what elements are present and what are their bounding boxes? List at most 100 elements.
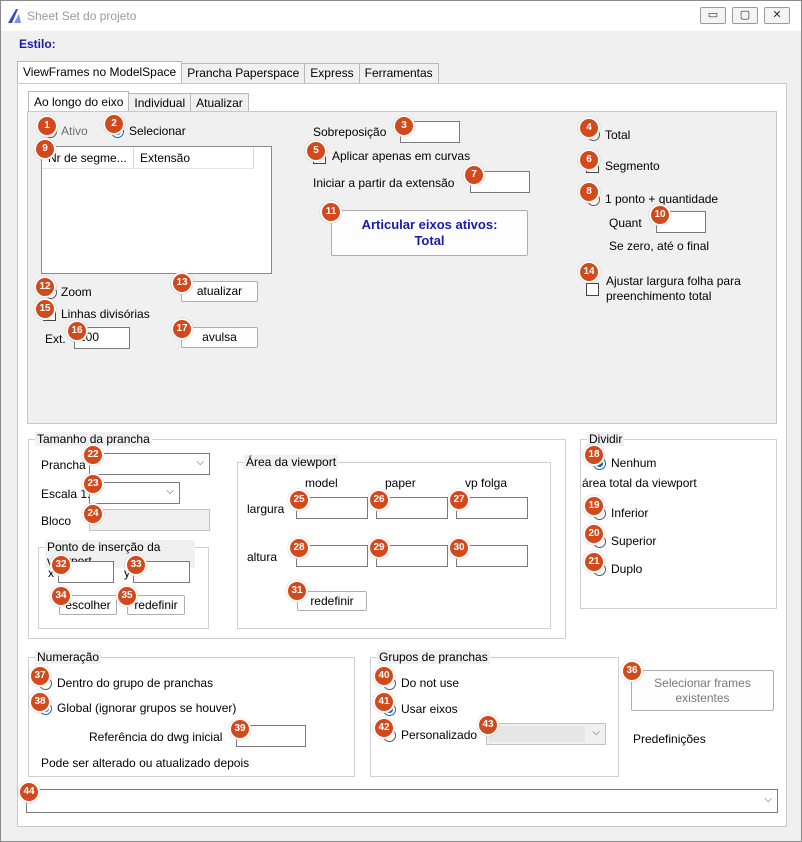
articular-line2: Total	[414, 233, 445, 248]
y-label: y	[124, 566, 130, 580]
ponto-insercao-title: Ponto de inserção da viewport	[45, 540, 195, 568]
area-title: Área da viewport	[244, 455, 339, 469]
annotation-badge: 11	[320, 201, 342, 223]
ajustar-label: Ajustar largura folha para preenchimento…	[606, 274, 741, 304]
escala-select[interactable]: ⌵	[89, 482, 180, 504]
selecionar-frames-button[interactable]: Selecionar frames existentes	[631, 670, 774, 711]
superior-label: Superior	[611, 534, 657, 548]
chevron-down-icon: ⌵	[196, 457, 204, 468]
annotation-badge: 35	[116, 585, 138, 607]
close-button[interactable]: ✕	[764, 7, 790, 24]
tab-ferramentas[interactable]: Ferramentas	[358, 63, 439, 83]
annotation-badge: 18	[583, 444, 605, 466]
maximize-icon: ▢	[739, 9, 751, 21]
annotation-badge: 8	[578, 181, 600, 203]
prancha-label: Prancha	[41, 458, 86, 472]
bottom-select[interactable]: ⌵	[26, 789, 778, 813]
tab-viewframes[interactable]: ViewFrames no ModelSpace	[17, 61, 183, 83]
tab-prancha-paperspace[interactable]: Prancha Paperspace	[181, 63, 306, 83]
tamanho-groupbox: Tamanho da prancha	[28, 432, 566, 639]
redefinir-area-button[interactable]: redefinir	[297, 591, 367, 611]
annotation-badge: 15	[34, 298, 56, 320]
minimize-icon: ▭	[707, 9, 719, 21]
articular-line1: Articular eixos ativos:	[361, 217, 498, 232]
se-zero-label: Se zero, até o final	[609, 239, 710, 253]
tab-atualizar[interactable]: Atualizar	[190, 93, 249, 113]
minimize-button[interactable]: ▭	[700, 7, 726, 24]
annotation-badge: 28	[288, 537, 310, 559]
estilo-label: Estilo:	[19, 37, 56, 51]
escala-label: Escala 1:	[41, 487, 91, 501]
duplo-label: Duplo	[611, 562, 643, 576]
annotation-badge: 38	[29, 691, 51, 713]
annotation-badge: 42	[373, 717, 395, 739]
annotation-badge: 22	[82, 444, 104, 466]
usar-eixos-label: Usar eixos	[401, 702, 458, 716]
tab-individual[interactable]: Individual	[128, 93, 192, 113]
annotation-badge: 31	[286, 580, 308, 602]
annotation-badge: 30	[448, 537, 470, 559]
tab-express[interactable]: Express	[304, 63, 360, 83]
ponto-label: 1 ponto + quantidade	[605, 192, 719, 206]
referencia-label: Referência do dwg inicial	[89, 730, 223, 744]
dividir-groupbox: Dividir	[580, 432, 777, 609]
escolher-button[interactable]: escolher	[59, 595, 117, 615]
annotation-badge: 14	[578, 261, 600, 283]
tab-ao-longo-do-eixo[interactable]: Ao longo do eixo	[28, 91, 130, 113]
window-title: Sheet Set do projeto	[27, 9, 137, 23]
chevron-down-icon: ⌵	[166, 486, 174, 497]
articular-button[interactable]: Articular eixos ativos: Total	[331, 210, 528, 256]
annotation-badge: 37	[29, 665, 51, 687]
pode-label: Pode ser alterado ou atualizado depois	[41, 756, 250, 770]
list-header-extensao[interactable]: Extensão	[134, 147, 254, 169]
largura-label: largura	[247, 502, 285, 516]
grupos-groupbox: Grupos de pranchas	[370, 650, 619, 777]
tamanho-title: Tamanho da prancha	[35, 432, 152, 446]
quant-label: Quant	[609, 216, 642, 230]
annotation-badge: 5	[305, 140, 327, 162]
redefinir-ponto-button[interactable]: redefinir	[127, 595, 185, 615]
col-paper-label: paper	[385, 476, 416, 490]
avulsa-button[interactable]: avulsa	[181, 327, 258, 348]
annotation-badge: 13	[171, 272, 193, 294]
annotation-badge: 39	[229, 718, 251, 740]
maximize-button[interactable]: ▢	[732, 7, 758, 24]
annotation-badge: 17	[171, 318, 193, 340]
chevron-down-icon: ⌵	[592, 727, 600, 738]
iniciar-label: Iniciar a partir da extensão	[313, 176, 455, 190]
annotation-badge: 20	[583, 523, 605, 545]
prancha-select[interactable]: ⌵	[89, 453, 210, 475]
segmento-label: Segmento	[605, 159, 660, 173]
selecionar-frames-line1: Selecionar frames	[654, 676, 751, 690]
annotation-badge: 32	[50, 554, 72, 576]
annotation-badge: 23	[82, 473, 104, 495]
personalizado-select[interactable]: ⌵	[486, 723, 606, 745]
annotation-badge: 12	[34, 276, 56, 298]
annotation-badge: 29	[368, 537, 390, 559]
annotation-badge: 9	[34, 138, 56, 160]
selecionar-frames-line2: existentes	[675, 691, 730, 705]
zoom-label: Zoom	[61, 285, 92, 299]
annotation-badge: 27	[448, 489, 470, 511]
annotation-badge: 25	[288, 489, 310, 511]
list-header-nr[interactable]: Nr de segme...	[42, 147, 134, 169]
total-label: Total	[605, 128, 631, 142]
annotation-badge: 33	[125, 554, 147, 576]
dentro-label: Dentro do grupo de pranchas	[57, 676, 214, 690]
annotation-badge: 24	[82, 503, 104, 525]
col-model-label: model	[305, 476, 338, 490]
app-logo-icon	[8, 9, 21, 23]
annotation-badge: 36	[621, 660, 643, 682]
selecionar-label: Selecionar	[129, 124, 186, 138]
bloco-input	[89, 509, 210, 531]
annotation-badge: 41	[373, 691, 395, 713]
title-bar: Sheet Set do projeto ▭ ▢ ✕	[1, 1, 801, 31]
numeracao-title: Numeração	[35, 650, 102, 664]
global-label: Global (ignorar grupos se houver)	[57, 701, 237, 715]
aplicar-label: Aplicar apenas em curvas	[332, 149, 471, 163]
segment-list[interactable]: Nr de segme... Extensão	[41, 146, 272, 274]
atualizar-button[interactable]: atualizar	[181, 281, 258, 302]
ajustar-checkbox[interactable]	[586, 283, 599, 296]
annotation-badge: 21	[583, 551, 605, 573]
